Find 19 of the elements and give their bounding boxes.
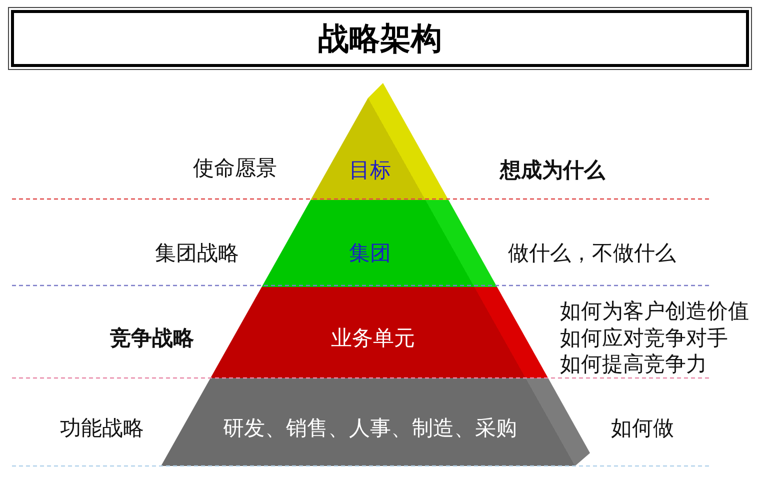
level-label: 集团战略 [155,240,239,266]
level-label: 使命愿景 [193,155,277,181]
pyramid-tier [310,83,449,200]
tier-label: 目标 [349,157,391,183]
question-label: 如何做 [611,415,674,441]
question-label: 如何应对竞争对手 [560,325,728,351]
level-label: 功能战略 [60,415,144,441]
pyramid-tier [261,200,498,287]
tier-label: 业务单元 [331,325,415,351]
diagram-title: 战略架构 [318,22,442,56]
question-label: 如何提高竞争力 [560,351,707,377]
level-label: 竞争战略 [110,325,194,351]
question-label: 想成为什么 [500,157,605,183]
pyramid-tier [210,287,549,378]
tier-label: 集团 [349,240,391,266]
question-label: 做什么，不做什么 [508,240,676,266]
question-label: 如何为客户创造价值 [560,298,749,324]
tier-label: 研发、销售、人事、制造、采购 [223,415,517,441]
pyramid-tier [161,378,590,466]
